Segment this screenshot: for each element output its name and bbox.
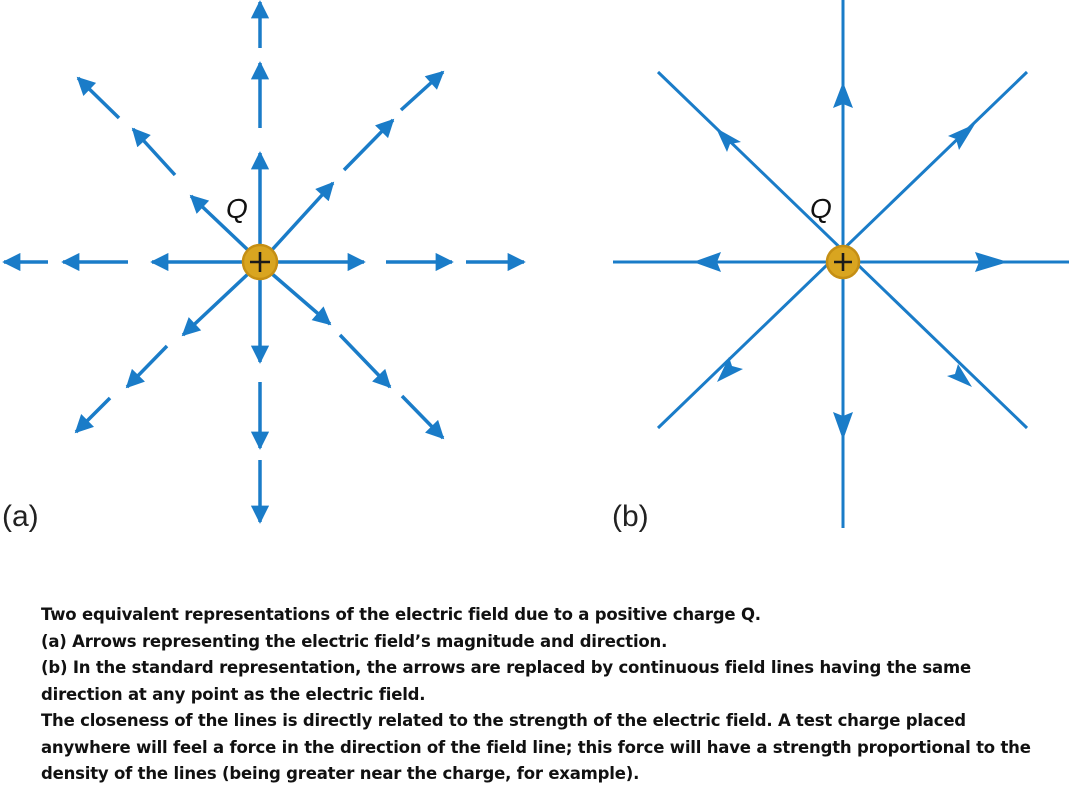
caption-line-explanation: The closeness of the lines is directly r… bbox=[41, 711, 1031, 783]
panel-label-a: (a) bbox=[2, 500, 39, 533]
panel-label-b: (b) bbox=[612, 500, 649, 533]
caption-line-intro: Two equivalent representations of the el… bbox=[41, 605, 761, 624]
charge-label-b: Q bbox=[810, 193, 832, 224]
caption-line-b: (b) In the standard representation, the … bbox=[41, 658, 971, 704]
charge-label-a: Q bbox=[226, 193, 248, 224]
caption-line-a: (a) Arrows representing the electric fie… bbox=[41, 631, 668, 651]
panel-a-arrows bbox=[2, 0, 526, 524]
electric-field-figure: Q Q (a) (b) bbox=[2, 0, 1069, 533]
panel-b-charge bbox=[825, 244, 861, 280]
field-diagram-svg bbox=[2, 0, 1069, 528]
figure-caption: Two equivalent representations of the el… bbox=[41, 602, 1051, 788]
panel-b-direction-arrows bbox=[693, 82, 1008, 440]
panel-a-charge bbox=[241, 243, 279, 281]
